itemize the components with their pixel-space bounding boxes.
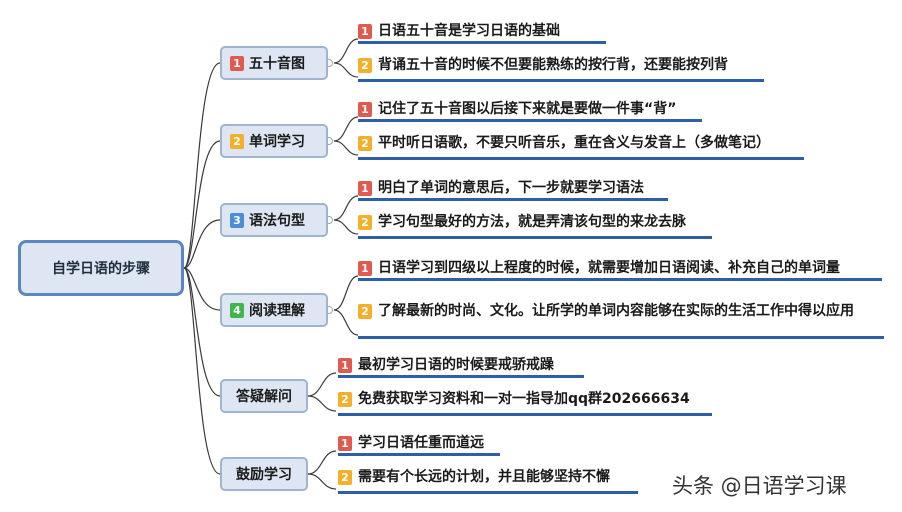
branch-label: 阅读理解 bbox=[249, 303, 305, 319]
branch-topic-5[interactable]: 答疑解问 bbox=[220, 379, 308, 413]
subtopic-text: 需要有个长远的计划，并且能够坚持不懈 bbox=[358, 469, 610, 485]
subtopic-underline bbox=[358, 157, 804, 160]
subtopic-text: 了解最新的时尚、文化。让所学的单词内容能够在实际的生活工作中得以应用 bbox=[378, 303, 854, 319]
subtopic-3-1[interactable]: 1 明白了单词的意思后，下一步就要学习语法 bbox=[358, 174, 644, 202]
branch-label: 五十音图 bbox=[249, 56, 305, 72]
subtopic-underline bbox=[338, 413, 712, 416]
branch-topic-6[interactable]: 鼓励学习 bbox=[220, 457, 308, 491]
subtopic-1-2[interactable]: 2 背诵五十音的时候不但要能熟练的按行背，还要能按列背 bbox=[358, 51, 728, 79]
root-topic[interactable]: 自学日语的步骤 bbox=[18, 240, 184, 296]
priority-badge: 2 bbox=[338, 469, 352, 485]
subtopic-2-1[interactable]: 1 记住了五十音图以后接下来就是要做一件事“背” bbox=[358, 95, 676, 123]
priority-badge: 2 bbox=[230, 133, 244, 149]
branch-label: 语法句型 bbox=[249, 213, 305, 229]
subtopic-underline bbox=[338, 375, 584, 378]
subtopic-underline bbox=[338, 491, 638, 494]
subtopic-4-1[interactable]: 1 日语学习到四级以上程度的时候，就需要增加日语阅读、补充自己的单词量 bbox=[358, 254, 840, 282]
subtopic-underline bbox=[338, 453, 500, 456]
subtopic-text: 免费获取学习资料和一对一指导加qq群202666634 bbox=[358, 391, 690, 407]
priority-badge: 1 bbox=[338, 435, 352, 451]
priority-badge: 1 bbox=[338, 357, 352, 373]
subtopic-underline bbox=[358, 198, 668, 201]
subtopic-2-2[interactable]: 2 平时听日语歌，不要只听音乐，重在含义与发音上（多做笔记） bbox=[358, 129, 770, 157]
priority-badge: 2 bbox=[358, 303, 372, 319]
priority-badge: 1 bbox=[358, 23, 372, 39]
branch-label: 单词学习 bbox=[249, 134, 305, 150]
priority-badge: 3 bbox=[230, 212, 244, 228]
branch-topic-1[interactable]: 1 五十音图 bbox=[220, 46, 328, 80]
subtopic-3-2[interactable]: 2 学习句型最好的方法，就是弄清该句型的来龙去脉 bbox=[358, 208, 686, 236]
subtopic-text: 明白了单词的意思后，下一步就要学习语法 bbox=[378, 180, 644, 196]
priority-badge: 2 bbox=[338, 391, 352, 407]
subtopic-text: 记住了五十音图以后接下来就是要做一件事“背” bbox=[378, 101, 677, 117]
subtopic-text: 日语五十音是学习日语的基础 bbox=[378, 23, 560, 39]
subtopic-6-2[interactable]: 2 需要有个长远的计划，并且能够坚持不懈 bbox=[338, 463, 610, 491]
subtopic-text: 最初学习日语的时候要戒骄戒躁 bbox=[358, 357, 554, 373]
branch-topic-2[interactable]: 2 单词学习 bbox=[220, 124, 328, 158]
priority-badge: 1 bbox=[358, 180, 372, 196]
subtopic-underline bbox=[358, 119, 702, 122]
subtopic-underline bbox=[358, 79, 764, 82]
priority-badge: 2 bbox=[358, 214, 372, 230]
branch-label: 鼓励学习 bbox=[236, 467, 292, 483]
subtopic-text: 日语学习到四级以上程度的时候，就需要增加日语阅读、补充自己的单词量 bbox=[378, 260, 840, 276]
subtopic-underline bbox=[358, 41, 606, 44]
branch-label: 答疑解问 bbox=[236, 389, 292, 405]
subtopic-5-2[interactable]: 2 免费获取学习资料和一对一指导加qq群202666634 bbox=[338, 385, 690, 413]
subtopic-underline bbox=[358, 236, 712, 239]
subtopic-underline bbox=[358, 278, 882, 281]
branch-topic-3[interactable]: 3 语法句型 bbox=[220, 203, 328, 237]
subtopic-text: 学习句型最好的方法，就是弄清该句型的来龙去脉 bbox=[378, 214, 686, 230]
subtopic-text: 平时听日语歌，不要只听音乐，重在含义与发音上（多做笔记） bbox=[378, 135, 770, 151]
priority-badge: 1 bbox=[230, 55, 244, 71]
subtopic-text: 背诵五十音的时候不但要能熟练的按行背，还要能按列背 bbox=[378, 57, 728, 73]
watermark: 头条 @日语学习课 bbox=[672, 474, 847, 498]
priority-badge: 4 bbox=[230, 302, 244, 318]
priority-badge: 2 bbox=[358, 135, 372, 151]
root-topic-label: 自学日语的步骤 bbox=[52, 261, 150, 277]
subtopic-text: 学习日语任重而道远 bbox=[358, 435, 484, 451]
subtopic-underline bbox=[358, 336, 884, 339]
subtopic-1-1[interactable]: 1 日语五十音是学习日语的基础 bbox=[358, 17, 560, 45]
subtopic-6-1[interactable]: 1 学习日语任重而道远 bbox=[338, 429, 484, 457]
subtopic-5-1[interactable]: 1 最初学习日语的时候要戒骄戒躁 bbox=[338, 351, 554, 379]
branch-topic-4[interactable]: 4 阅读理解 bbox=[220, 293, 328, 327]
priority-badge: 1 bbox=[358, 101, 372, 117]
subtopic-4-2[interactable]: 2 了解最新的时尚、文化。让所学的单词内容能够在实际的生活工作中得以应用 bbox=[358, 289, 880, 333]
priority-badge: 2 bbox=[358, 57, 372, 73]
priority-badge: 1 bbox=[358, 260, 372, 276]
